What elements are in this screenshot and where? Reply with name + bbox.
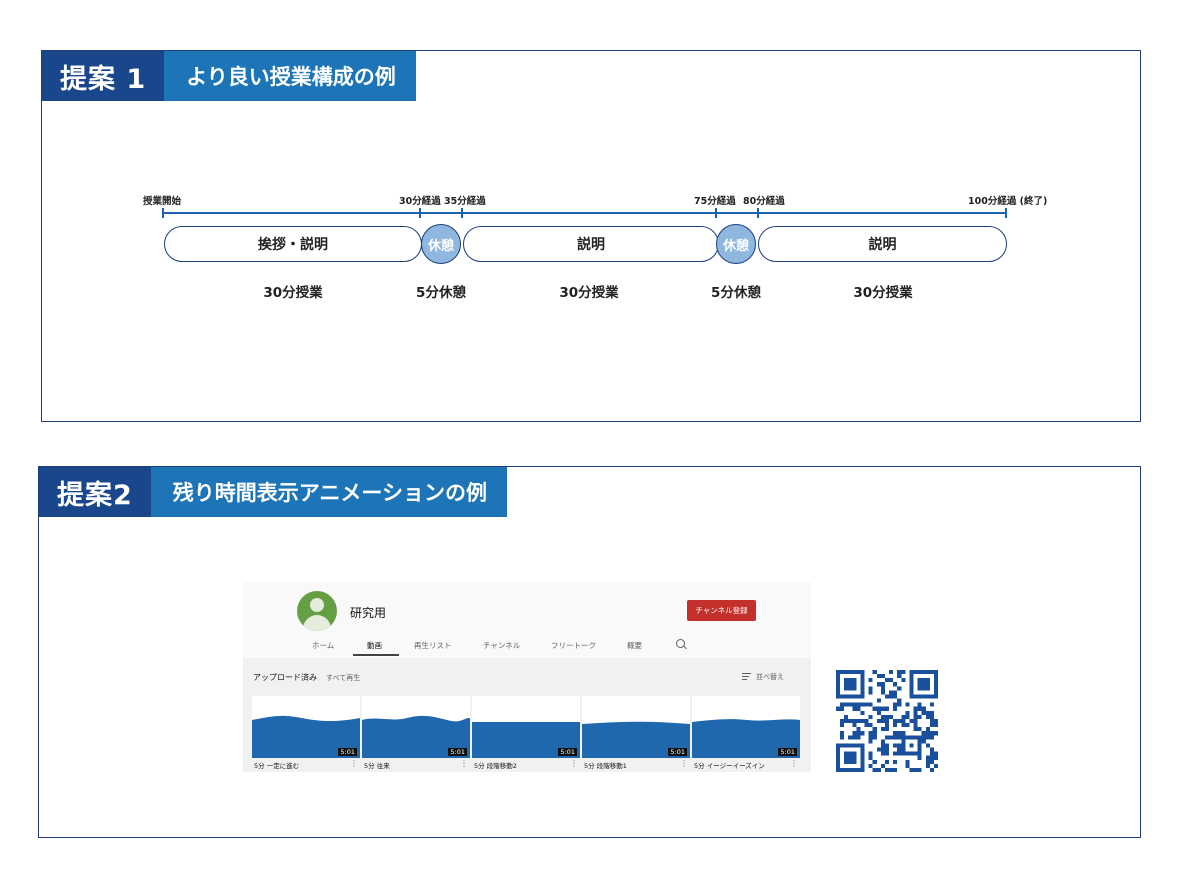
- uploads-label: アップロード済み: [253, 673, 317, 682]
- segment-duration: 5分休憩: [711, 285, 761, 301]
- video-duration: 5:01: [668, 748, 687, 756]
- video-duration: 5:01: [338, 748, 357, 756]
- subscribe-button[interactable]: チャンネル登録: [687, 600, 756, 621]
- kebab-icon[interactable]: ⋮: [460, 759, 468, 768]
- tab-videos[interactable]: 動画: [367, 641, 382, 650]
- kebab-icon[interactable]: ⋮: [350, 759, 358, 768]
- video-title[interactable]: 5分 イージーイーズイン: [694, 762, 765, 770]
- video-title[interactable]: 5分 一定に進む: [254, 762, 300, 770]
- uploads-section: アップロード済み すべて再生 並べ替え 5:01 5分 一定に進む ⋮ 5:01…: [243, 658, 811, 772]
- timeline-tick: [1005, 208, 1007, 218]
- kebab-icon[interactable]: ⋮: [570, 759, 578, 768]
- segment-duration: 5分休憩: [416, 285, 466, 301]
- segment-explanation-1: 説明: [463, 226, 719, 262]
- video-title[interactable]: 5分 段階移動1: [584, 762, 627, 770]
- marker-30min: 30分経過: [399, 196, 441, 207]
- sort-icon[interactable]: [742, 673, 751, 682]
- proposal-2-number: 提案2: [39, 467, 151, 517]
- timeline-axis: [163, 212, 1006, 214]
- segment-break-2: 休憩: [716, 224, 756, 264]
- qr-code: [836, 670, 938, 772]
- video-thumbnail[interactable]: 5:01: [252, 696, 360, 758]
- marker-75min: 75分経過: [694, 196, 736, 207]
- tab-about[interactable]: 概要: [627, 641, 642, 650]
- video-duration: 5:01: [558, 748, 577, 756]
- video-title[interactable]: 5分 段階移動2: [474, 762, 517, 770]
- segment-greeting-explanation: 挨拶・説明: [164, 226, 422, 262]
- tab-playlists[interactable]: 再生リスト: [414, 641, 452, 650]
- tab-home[interactable]: ホーム: [312, 641, 335, 650]
- sort-button[interactable]: 並べ替え: [756, 673, 784, 681]
- marker-35min: 35分経過: [444, 196, 486, 207]
- tab-free-talk[interactable]: フリートーク: [551, 641, 596, 650]
- marker-end: 100分経過 (終了): [968, 196, 1048, 207]
- segment-duration: 30分授業: [559, 285, 619, 301]
- tab-channels[interactable]: チャンネル: [483, 641, 521, 650]
- timeline-tick: [461, 208, 463, 218]
- video-duration: 5:01: [778, 748, 797, 756]
- proposal-2-title: 残り時間表示アニメーションの例: [150, 467, 507, 517]
- channel-name: 研究用: [350, 606, 387, 620]
- timeline-tick: [419, 208, 421, 218]
- channel-header: 研究用 チャンネル登録 ホーム 動画 再生リスト チャンネル フリートーク 概要: [243, 582, 811, 658]
- video-thumbnail[interactable]: 5:01: [692, 696, 800, 758]
- kebab-icon[interactable]: ⋮: [680, 759, 688, 768]
- timeline-tick: [715, 208, 717, 218]
- search-icon[interactable]: [676, 639, 685, 648]
- segment-duration: 30分授業: [853, 285, 913, 301]
- proposal-1-number: 提案 1: [42, 51, 165, 101]
- play-all-link[interactable]: すべて再生: [326, 674, 361, 682]
- marker-start: 授業開始: [143, 196, 182, 207]
- proposal-2-header: 提案2 残り時間表示アニメーションの例: [39, 467, 507, 517]
- video-thumbnail[interactable]: 5:01: [472, 696, 580, 758]
- video-duration: 5:01: [448, 748, 467, 756]
- youtube-channel-screenshot: 研究用 チャンネル登録 ホーム 動画 再生リスト チャンネル フリートーク 概要…: [243, 582, 811, 772]
- active-tab-indicator: [353, 654, 399, 656]
- segment-explanation-2: 説明: [758, 226, 1007, 262]
- marker-80min: 80分経過: [743, 196, 785, 207]
- timeline-tick: [757, 208, 759, 218]
- video-thumbnail[interactable]: 5:01: [362, 696, 470, 758]
- kebab-icon[interactable]: ⋮: [790, 759, 798, 768]
- video-title[interactable]: 5分 往来: [364, 762, 390, 770]
- video-thumbnail[interactable]: 5:01: [582, 696, 690, 758]
- proposal-1-title: より良い授業構成の例: [164, 51, 416, 101]
- avatar-icon[interactable]: [297, 591, 337, 631]
- segment-duration: 30分授業: [263, 285, 323, 301]
- proposal-1-header: 提案 1 より良い授業構成の例: [42, 51, 416, 101]
- segment-break-1: 休憩: [421, 224, 461, 264]
- timeline-tick: [162, 208, 164, 218]
